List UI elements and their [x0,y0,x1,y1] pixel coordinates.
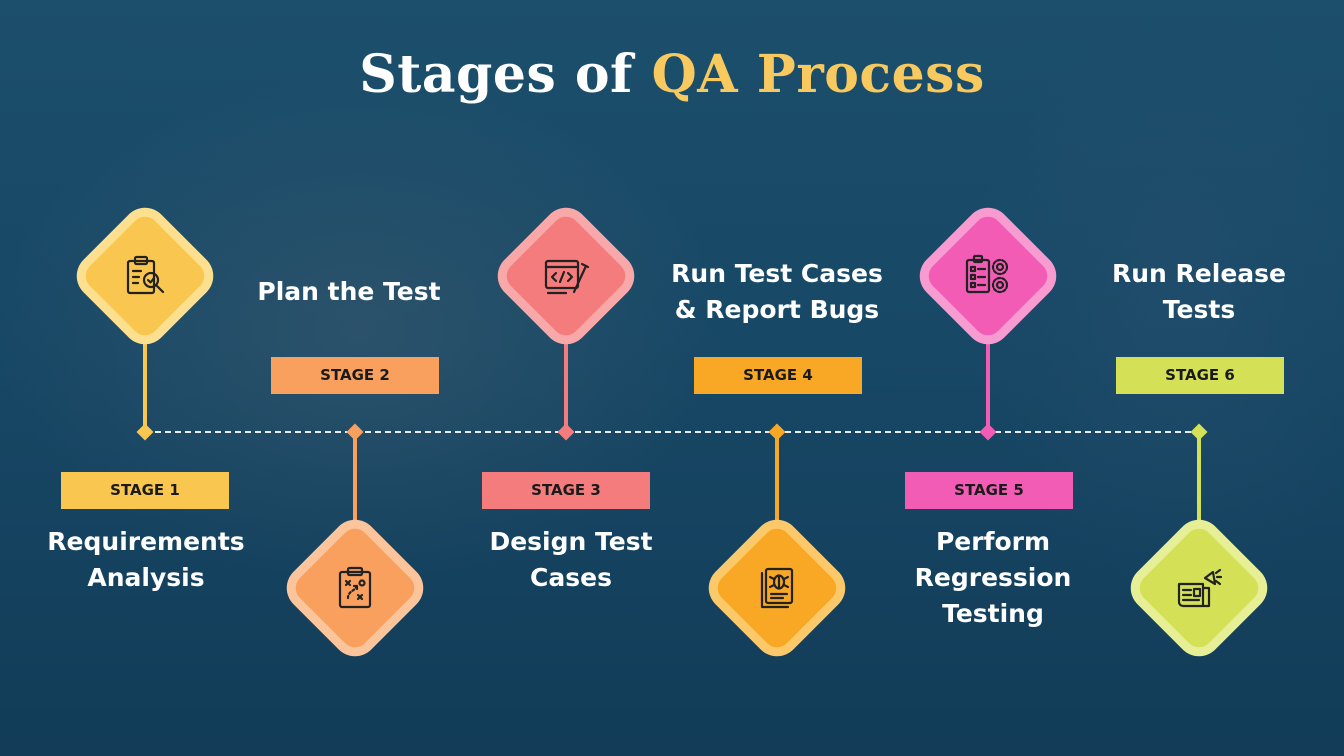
timeline-line [145,431,1201,433]
stage-3-timeline-dot [557,423,575,441]
stage-3-label-line-1: Design Test [489,527,653,556]
stage-1-label-line-2: Analysis [87,563,205,592]
stage-5-connector [986,340,990,432]
stage-2-timeline-dot [346,423,364,441]
stage-3-label: Design Test Cases [441,524,701,596]
code-window-pencil-icon [544,259,590,295]
bug-report-icon [760,567,794,609]
stage-5-label-line-1: Perform [935,527,1051,556]
strategy-clipboard-icon [338,566,372,609]
stage-2-label: Plan the Test [219,274,479,310]
stage-2-badge: STAGE 2 [271,357,439,394]
title-highlight: QA Process [651,44,985,105]
release-announcement-icon [1177,568,1223,608]
stage-1-label-line-1: Requirements [47,527,245,556]
stage-5-badge: STAGE 5 [905,472,1073,509]
stage-5-label: Perform Regression Testing [863,524,1123,632]
stage-5-label-line-2: Regression [914,563,1072,592]
stage-6-label-line-1: Run Release [1112,259,1286,288]
stage-6-badge: STAGE 6 [1116,357,1284,394]
clipboard-magnifier-icon [126,255,165,295]
stage-4-label-line-1: Run Test Cases [671,259,883,288]
stage-6-connector [1197,432,1201,524]
stage-4-timeline-dot [768,423,786,441]
stage-6-timeline-dot [1190,423,1208,441]
diagram-title: Stages of QA Process [0,44,1344,105]
stage-1-connector [143,340,147,432]
stage-6-label-line-2: Tests [1162,295,1236,324]
stage-4-connector [775,432,779,524]
stage-2-label-line-1: Plan the Test [257,277,441,306]
stage-1-timeline-dot [136,423,154,441]
stage-1-label: Requirements Analysis [16,524,276,596]
stage-4-label-line-2: & Report Bugs [674,295,880,324]
stage-4-label: Run Test Cases & Report Bugs [647,256,907,328]
stage-2-connector [353,432,357,524]
title-prefix: Stages of [359,44,633,105]
stage-3-connector [564,340,568,432]
stage-5-label-line-3: Testing [942,599,1044,628]
stage-6-label: Run Release Tests [1069,256,1329,328]
stage-5-timeline-dot [979,423,997,441]
stage-4-badge: STAGE 4 [694,357,862,394]
stage-3-badge: STAGE 3 [482,472,650,509]
checklist-gears-icon [965,254,1009,294]
stage-3-label-line-2: Cases [530,563,612,592]
stage-1-badge: STAGE 1 [61,472,229,509]
